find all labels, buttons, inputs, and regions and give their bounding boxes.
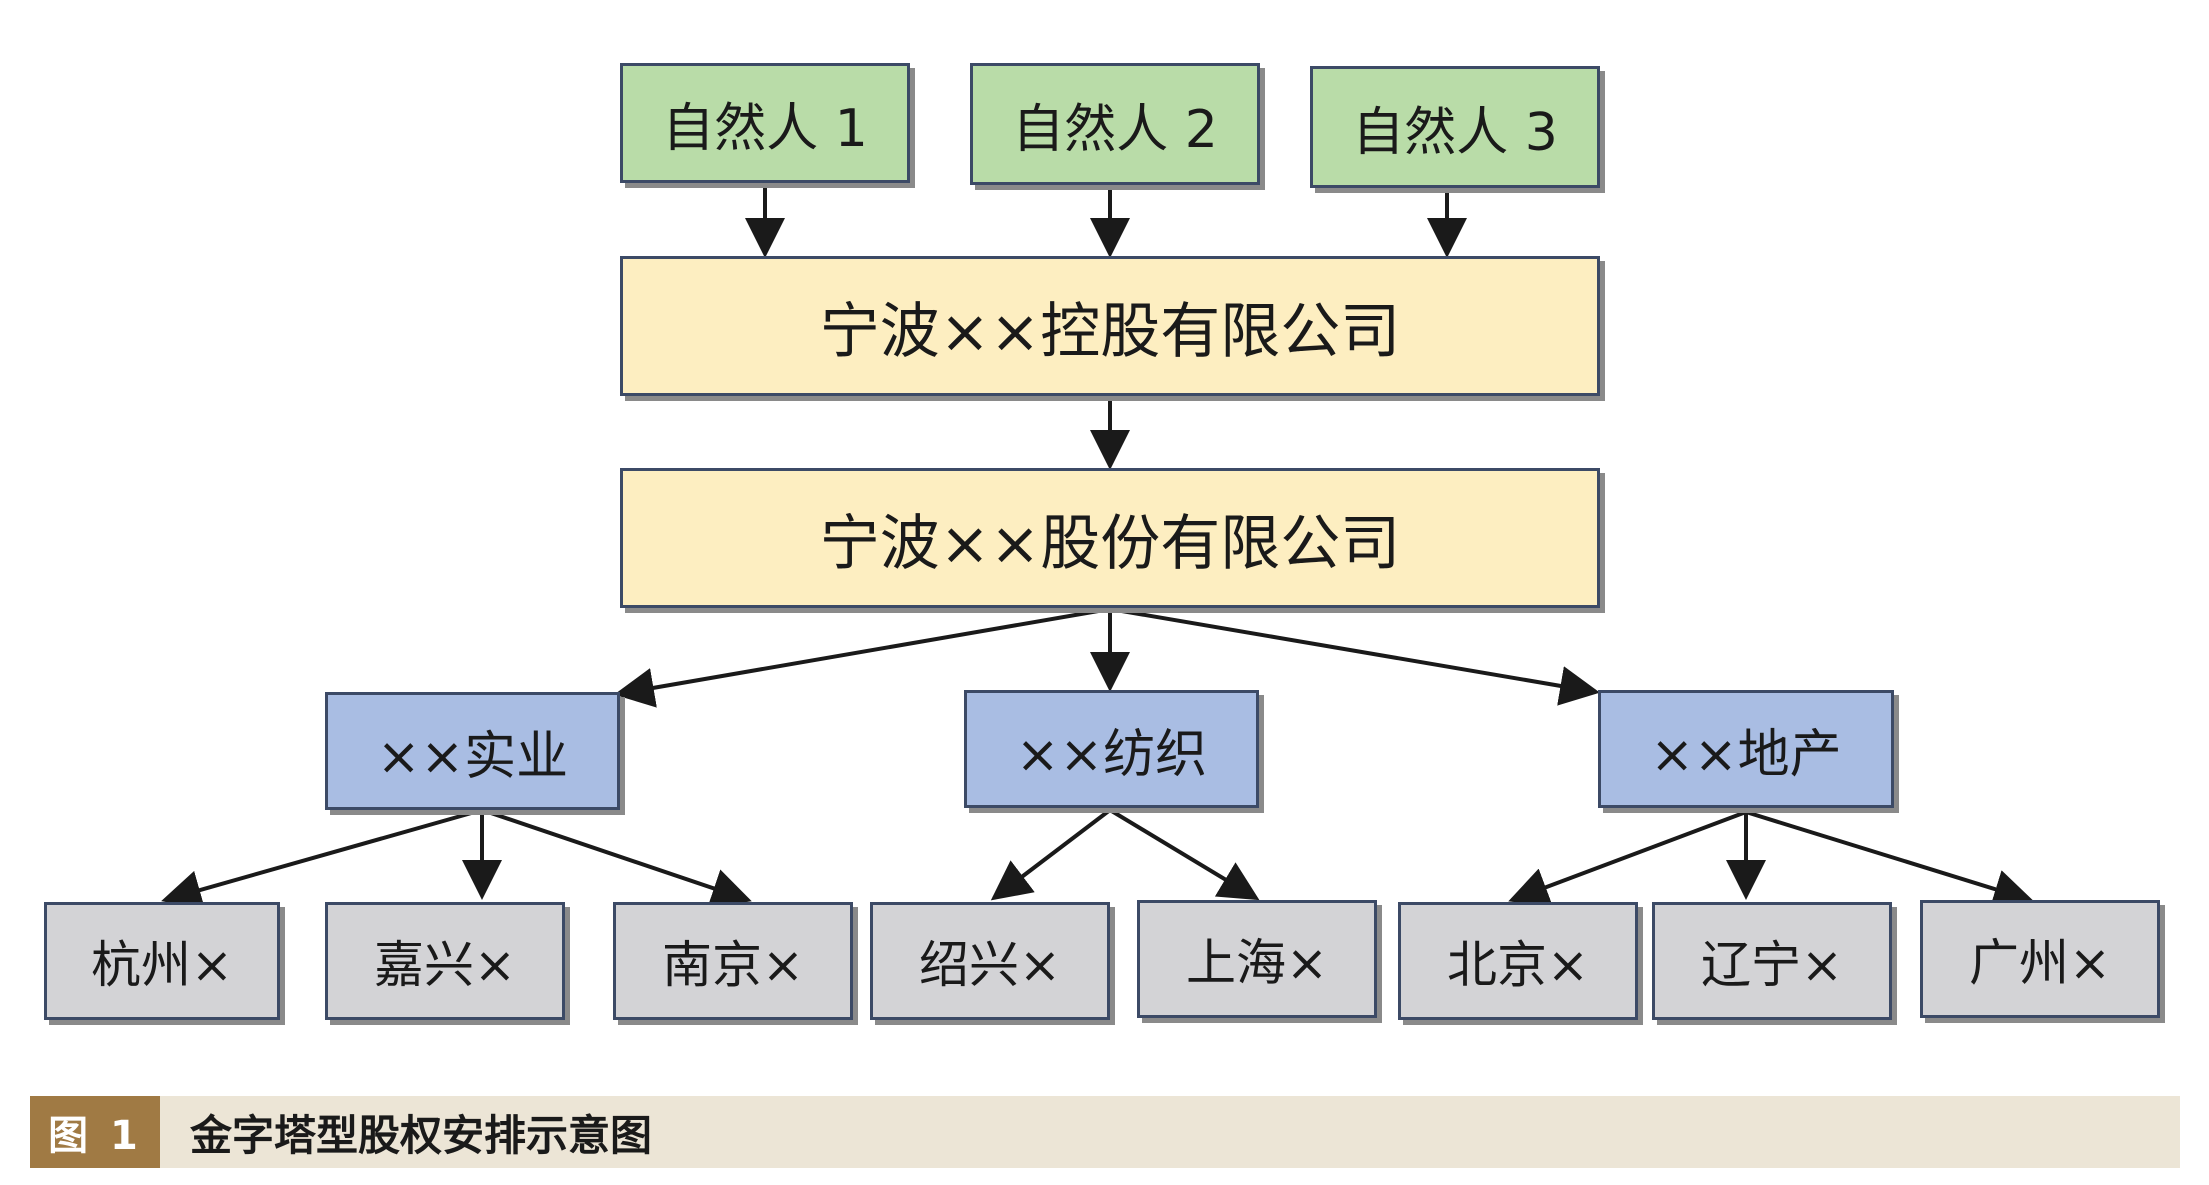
node-liaoning: 辽宁× bbox=[1652, 902, 1892, 1020]
arrow-industry-nanjing bbox=[481, 808, 752, 908]
node-person-1: 自然人 1 bbox=[620, 63, 910, 183]
node-guangzhou: 广州× bbox=[1920, 900, 2160, 1018]
caption-bar bbox=[30, 1096, 2180, 1168]
node-hangzhou: 杭州× bbox=[44, 902, 280, 1020]
node-person-3: 自然人 3 bbox=[1310, 66, 1600, 188]
arrow-industry-hangzhou bbox=[161, 808, 483, 910]
node-shaoxing: 绍兴× bbox=[870, 902, 1110, 1020]
node-jiaxing: 嘉兴× bbox=[325, 902, 565, 1020]
arrow-realestate-guangzhou bbox=[1745, 810, 2034, 909]
node-person-2: 自然人 2 bbox=[970, 63, 1260, 185]
figure-number: 图 1 bbox=[30, 1096, 160, 1168]
node-holding-company: 宁波××控股有限公司 bbox=[620, 256, 1600, 396]
arrow-stock-realestate bbox=[1109, 607, 1600, 706]
node-textile: ××纺织 bbox=[964, 690, 1259, 808]
node-stock-company: 宁波××股份有限公司 bbox=[620, 468, 1600, 608]
figure-title: 金字塔型股权安排示意图 bbox=[190, 1110, 653, 1160]
node-beijing: 北京× bbox=[1398, 902, 1638, 1020]
arrow-realestate-beijing bbox=[1508, 810, 1747, 907]
node-industry: ××实业 bbox=[325, 692, 620, 810]
arrow-textile-shanghai bbox=[1108, 808, 1260, 901]
node-shanghai: 上海× bbox=[1137, 900, 1377, 1018]
arrow-textile-shaoxing bbox=[990, 808, 1112, 901]
node-nanjing: 南京× bbox=[613, 902, 853, 1020]
arrow-stock-industry bbox=[614, 607, 1111, 708]
node-realestate: ××地产 bbox=[1598, 690, 1894, 808]
